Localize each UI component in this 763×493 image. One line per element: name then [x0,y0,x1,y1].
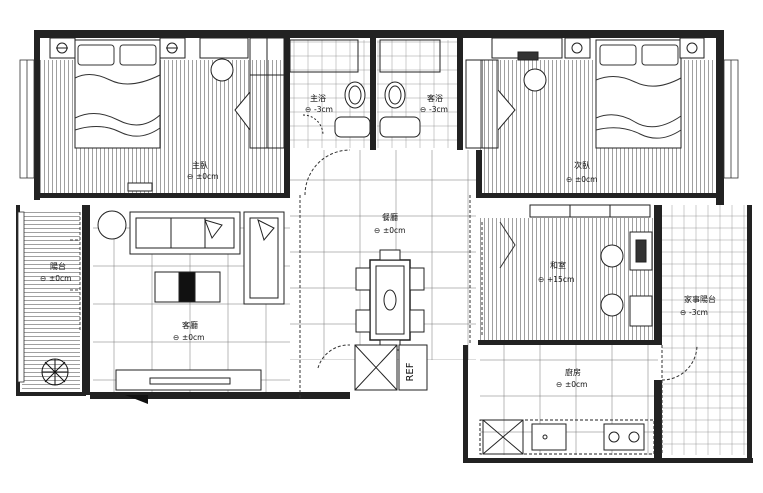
fridge-cabinet [354,344,428,391]
level-marker-icon: ⊖ [538,275,544,284]
svg-text:陽台: 陽台 [50,261,66,271]
svg-text:+15cm: +15cm [547,275,574,284]
second-desk [491,37,563,92]
japanese-room-door [481,221,516,335]
room-label-living: 客廳 ⊖ ±0cm [173,320,205,342]
floor-slope-marker [125,395,148,404]
svg-text:±0cm: ±0cm [196,172,219,181]
svg-text:±0cm: ±0cm [383,226,406,235]
balcony-floor [22,212,80,392]
master-chair [210,58,234,82]
svg-text:次臥: 次臥 [574,160,590,170]
room-label-master-bath: 主浴 ⊖ -3cm [305,93,333,114]
svg-text:客廳: 客廳 [182,320,198,330]
svg-text:±0cm: ±0cm [49,274,72,283]
level-marker-icon: ⊖ [40,274,46,283]
level-marker-icon: ⊖ [420,105,426,114]
master-wardrobe [234,37,285,149]
second-nightstands [564,37,705,59]
room-label-kitchen: 廚房 ⊖ ±0cm [556,367,588,389]
room-label-second-bedroom: 次臥 ⊖ ±0cm [566,160,598,184]
balcony-plant [41,358,69,386]
room-label-balcony: 陽台 ⊖ ±0cm [40,261,72,283]
side-table [97,210,127,240]
tv-cabinet [115,369,262,391]
svg-text:餐廳: 餐廳 [382,212,398,222]
walls [16,30,753,463]
svg-text:±0cm: ±0cm [182,333,205,342]
level-marker-icon: ⊖ [305,105,311,114]
second-wardrobe [465,59,516,149]
level-marker-icon: ⊖ [566,175,572,184]
level-marker-icon: ⊖ [680,308,686,317]
japanese-room-desk [600,231,653,327]
room-label-service-balcony: 家事陽台 ⊖ -3cm [680,294,716,317]
service-balcony-floor [662,205,747,455]
room-label-japanese-room: 和室 ⊖ +15cm [538,260,574,284]
master-bath-fixtures [289,39,371,138]
master-bed [74,39,161,149]
japanese-room-floor [478,218,654,340]
svg-text:主臥: 主臥 [192,160,208,170]
second-bed [595,39,682,149]
master-nightstands [49,37,186,59]
svg-text:主浴: 主浴 [310,93,326,103]
room-label-dining: 餐廳 ⊖ ±0cm [374,212,406,235]
sofa [129,211,285,305]
dining-table [355,249,425,351]
level-marker-icon: ⊖ [556,380,562,389]
level-marker-icon: ⊖ [187,172,193,181]
japanese-room-cabinet [529,204,651,218]
svg-text:家事陽台: 家事陽台 [684,294,716,304]
guest-bath-fixtures [379,39,441,138]
fridge-label: REF [405,362,416,381]
master-desk [199,37,249,59]
balcony-door [70,212,81,330]
windows [17,59,739,383]
room-label-master-bedroom: 主臥 ⊖ ±0cm [187,160,219,181]
svg-text:廚房: 廚房 [565,367,581,377]
svg-text:-3cm: -3cm [314,105,333,114]
level-marker-icon: ⊖ [374,226,380,235]
kitchen-counter [479,419,655,455]
level-marker-icon: ⊖ [173,333,179,342]
room-label-guest-bath: 客浴 ⊖ -3cm [420,93,448,114]
coffee-table [154,271,221,303]
svg-text:±0cm: ±0cm [575,175,598,184]
svg-text:-3cm: -3cm [689,308,708,317]
svg-text:和室: 和室 [550,260,566,270]
svg-text:-3cm: -3cm [429,105,448,114]
master-bench [127,182,153,192]
kitchen-door [661,344,698,455]
dining-doors [299,149,471,400]
svg-text:±0cm: ±0cm [565,380,588,389]
svg-text:客浴: 客浴 [427,93,443,103]
